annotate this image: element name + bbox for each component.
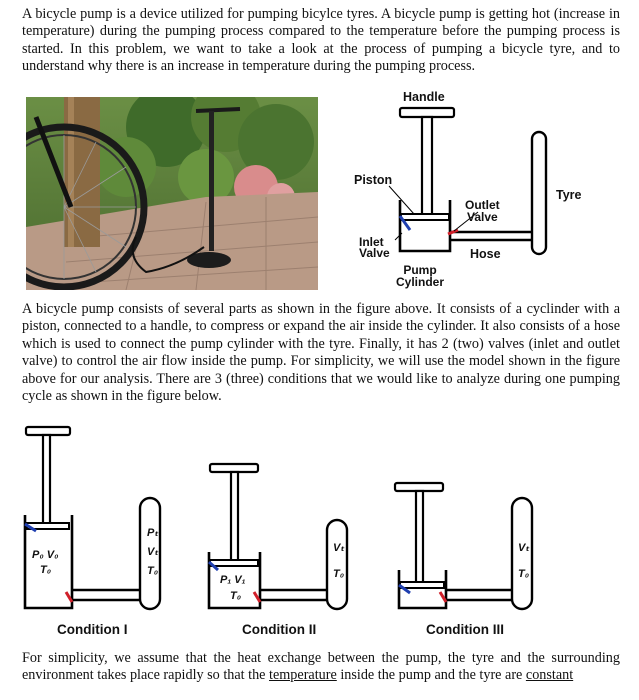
condition-1-tyre-state: Pₜ Vₜ T₀ <box>147 524 159 581</box>
inlet-valve-label-line2: Valve <box>359 248 390 259</box>
condition-1-drawing <box>25 427 160 609</box>
condition-3-label: Condition III <box>426 622 504 637</box>
condition-1-pump-line1: P₀ V₀ <box>32 548 58 563</box>
tyre-label: Tyre <box>556 188 581 202</box>
condition-1-pump-state: P₀ V₀ T₀ <box>32 548 58 578</box>
condition-2-tyre-line1: Vₜ <box>333 535 345 561</box>
bicycle-pump-photo <box>26 97 318 290</box>
condition-2-tyre-state: Vₜ T₀ <box>333 535 345 587</box>
conditions-diagram <box>0 420 639 620</box>
hose-label: Hose <box>470 247 501 261</box>
description-paragraph: A bicycle pump consists of several parts… <box>22 301 620 405</box>
condition-3-tyre-line1: Vₜ <box>518 535 530 561</box>
condition-1-tyre-line1: Pₜ <box>147 524 159 543</box>
handle-label: Handle <box>403 90 445 104</box>
inlet-valve-label: Inlet Valve <box>359 237 390 259</box>
piston-label: Piston <box>354 173 392 187</box>
condition-3-tyre-line2: T₀ <box>518 561 530 587</box>
condition-2-label: Condition II <box>242 622 316 637</box>
condition-1-pump-line2: T₀ <box>32 563 58 578</box>
assumption-underline-temperature: temperature <box>269 667 337 683</box>
condition-3-tyre-state: Vₜ T₀ <box>518 535 530 587</box>
outlet-valve-label: Outlet Valve <box>465 199 500 223</box>
assumption-paragraph: For simplicity, we assume that the heat … <box>22 650 620 685</box>
condition-2-pump-line1: P₁ V₁ <box>220 572 245 588</box>
intro-paragraph: A bicycle pump is a device utilized for … <box>22 6 620 76</box>
condition-2-pump-state: P₁ V₁ T₀ <box>220 572 245 604</box>
pump-cylinder-label-line2: Cylinder <box>396 276 444 288</box>
condition-1-tyre-line3: T₀ <box>147 562 159 581</box>
assumption-text-b: inside the pump and the tyre are <box>337 667 526 683</box>
condition-3-drawing <box>395 483 532 609</box>
condition-2-tyre-line2: T₀ <box>333 561 345 587</box>
pump-cylinder-label: Pump Cylinder <box>396 264 444 288</box>
assumption-underline-constant: constant <box>526 667 573 683</box>
condition-1-label: Condition I <box>57 622 127 637</box>
condition-2-pump-line2: T₀ <box>220 588 245 604</box>
condition-1-tyre-line2: Vₜ <box>147 543 159 562</box>
outlet-valve-label-line2: Valve <box>465 211 500 223</box>
